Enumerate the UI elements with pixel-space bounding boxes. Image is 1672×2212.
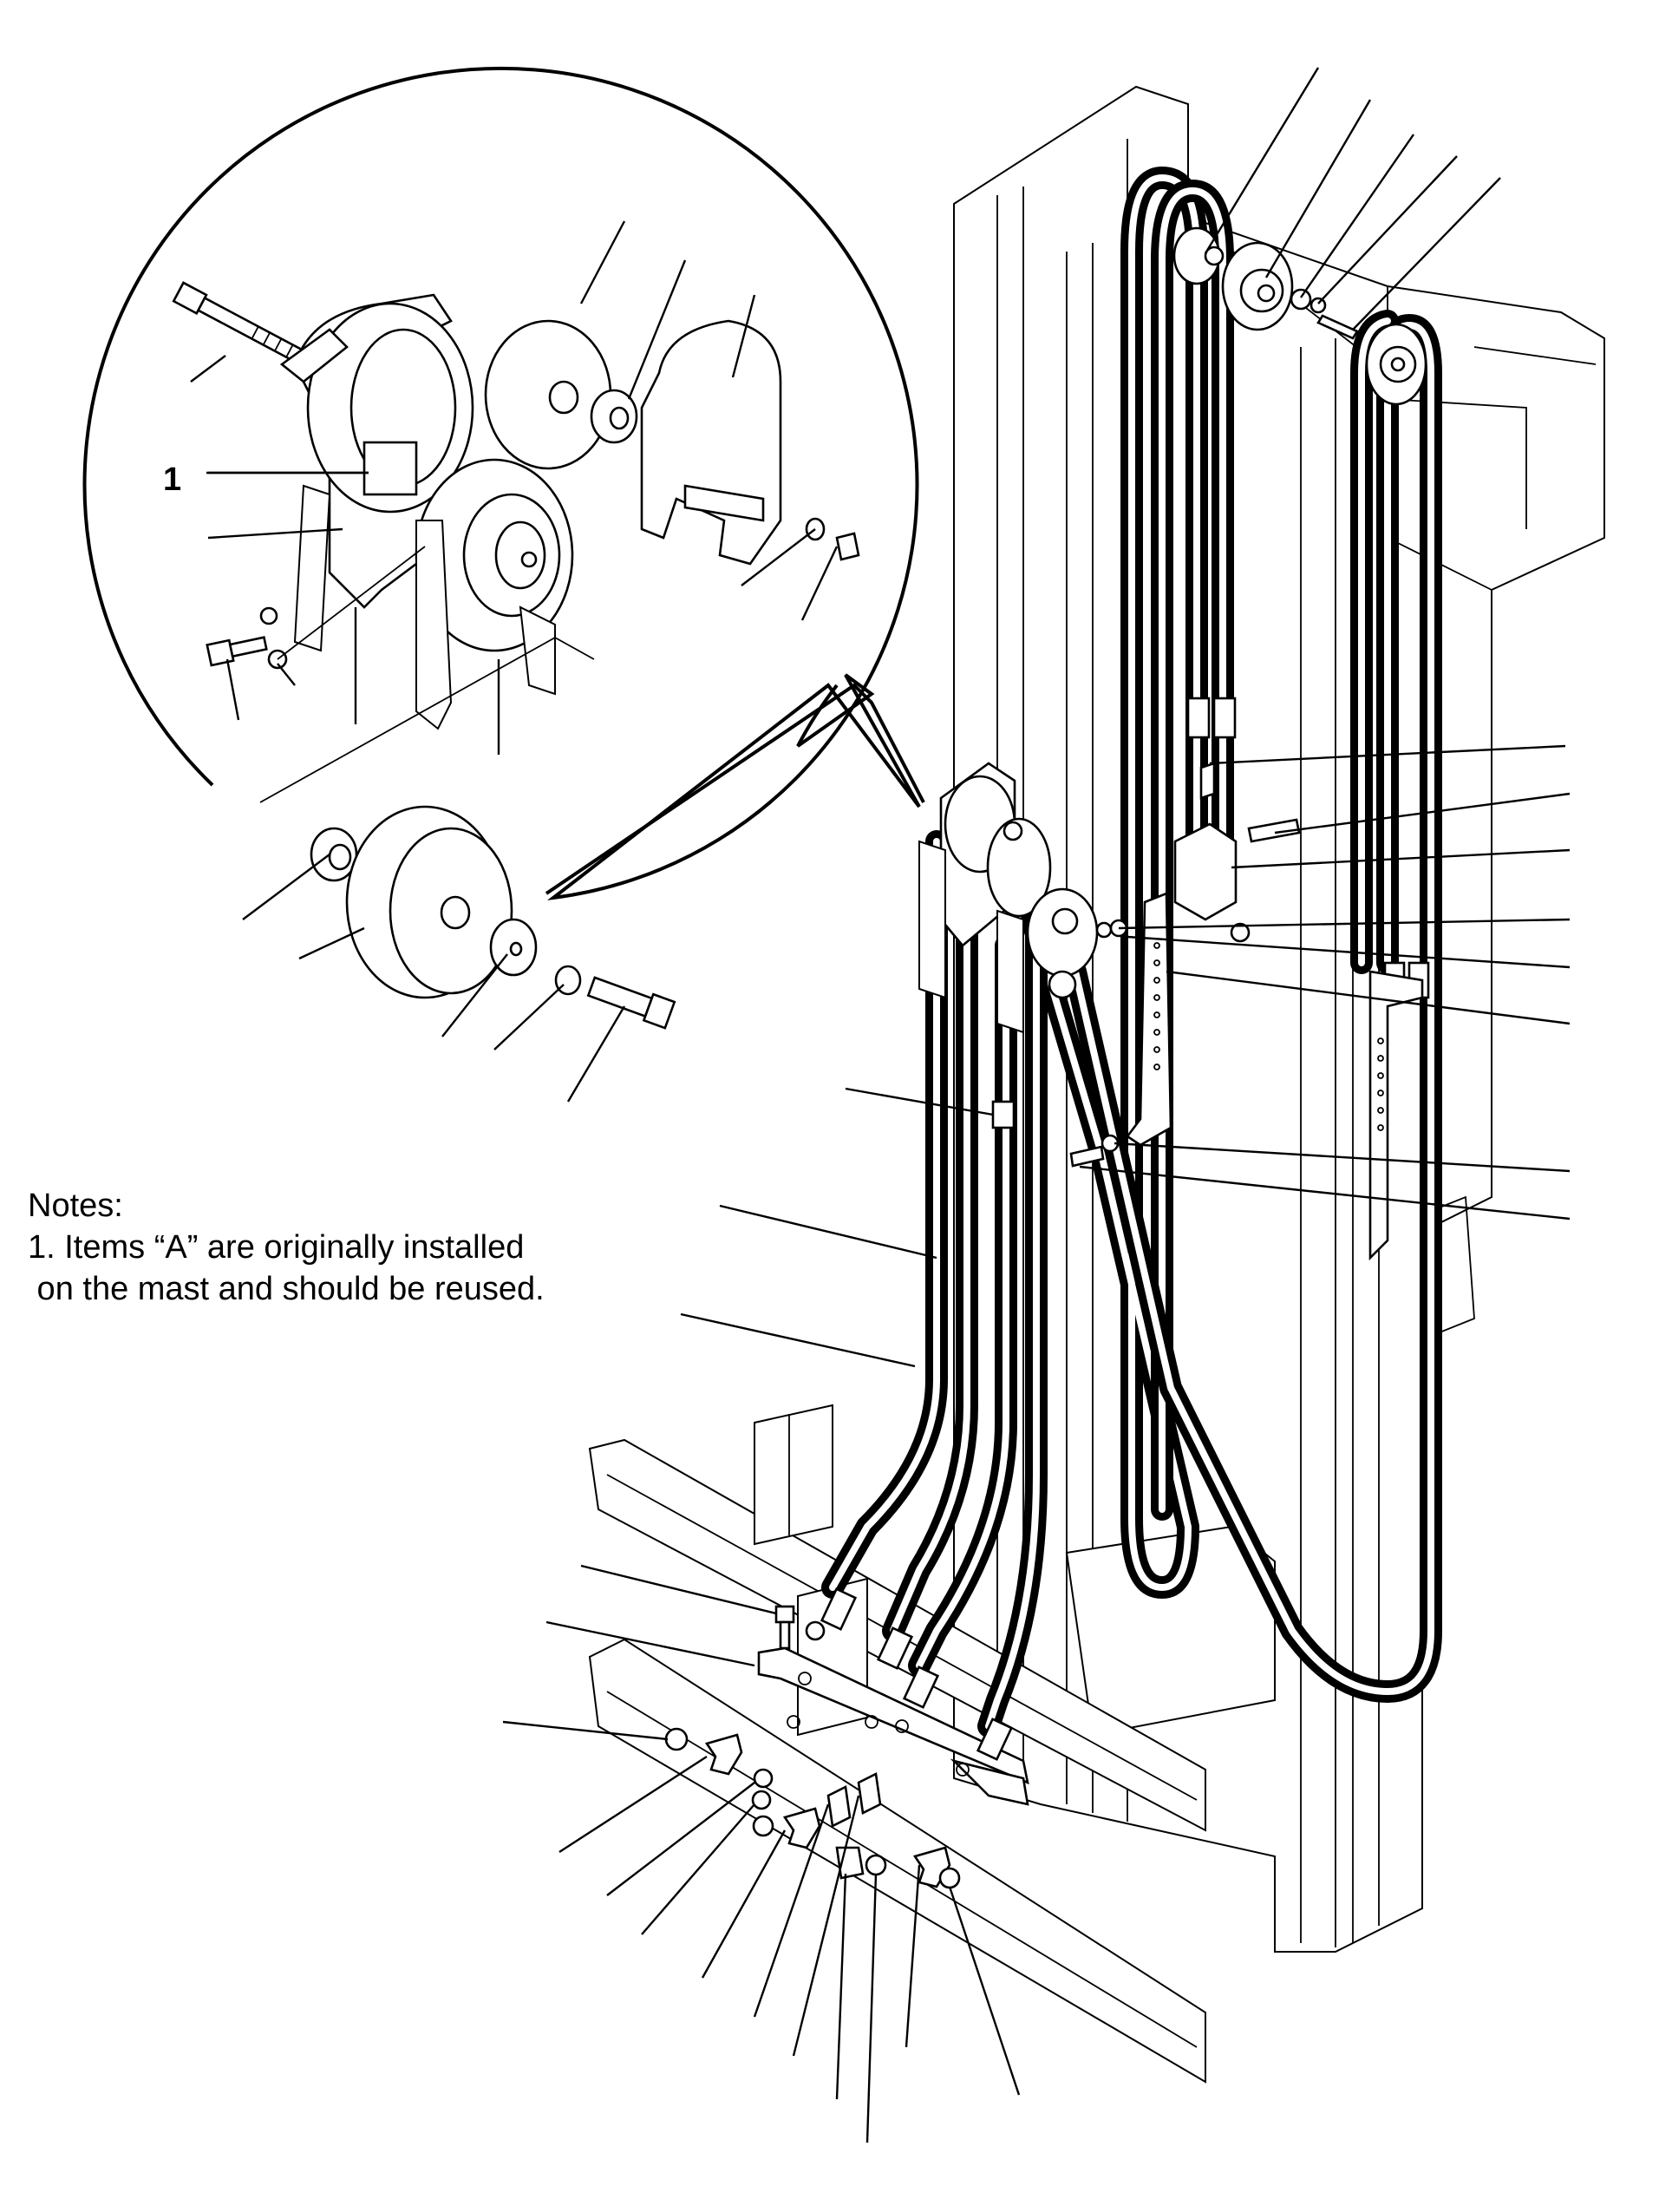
bottom-manifold [664,1587,1029,1889]
callout-leader-lines [190,67,1571,2143]
chain-sprocket [293,458,574,730]
notes-line-1: 1. Items “A” are originally installed [28,1229,525,1266]
notes-line-2: on the mast and should be reused. [28,1271,545,1307]
bracket-slots [1153,942,1384,1131]
callout-number-1: 1 [163,461,181,498]
notes-heading: Notes: [28,1188,123,1224]
lower-detail-pulley [259,636,676,1030]
hose-brackets [1069,762,1424,1261]
detail-view-circle [82,66,925,900]
notes-block: Notes: 1. Items “A” are originally insta… [28,1185,635,1310]
detail-view-parts [172,281,860,730]
